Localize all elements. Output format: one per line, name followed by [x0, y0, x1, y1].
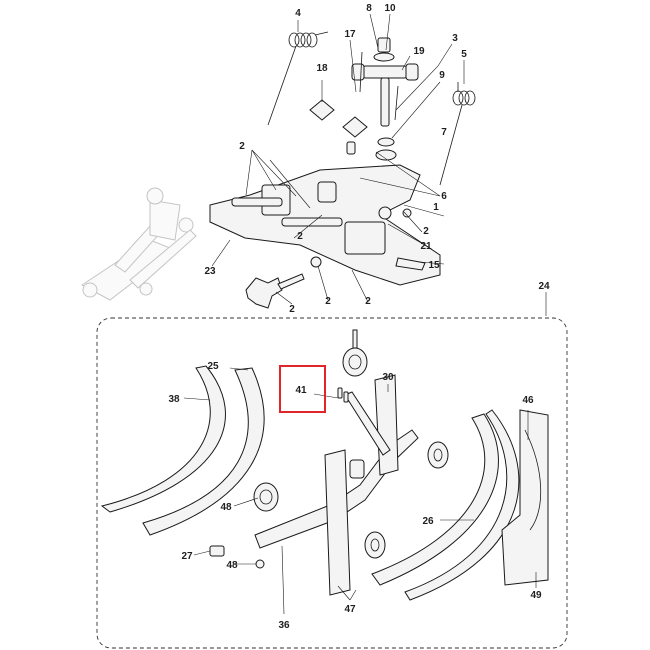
blade-assembly-left — [100, 365, 265, 536]
callout-2-bottom: 2 — [365, 296, 371, 307]
callout-25: 25 — [207, 361, 219, 372]
callout-6: 6 — [441, 191, 447, 202]
callout-2-lower: 2 — [325, 296, 331, 307]
callout-24: 24 — [538, 281, 550, 292]
callout-47: 47 — [344, 604, 356, 615]
callout-2-mid: 2 — [297, 231, 303, 242]
leader-lines — [183, 13, 547, 615]
callout-48-upper: 48 — [220, 502, 232, 513]
callout-5: 5 — [461, 49, 467, 60]
callout-2-top: 2 — [239, 141, 245, 152]
callout-23: 23 — [204, 266, 216, 277]
subassembly-boundary — [96, 317, 568, 649]
callout-27: 27 — [181, 551, 193, 562]
callout-9: 9 — [439, 70, 445, 81]
pivot-bolt-assembly — [351, 37, 419, 161]
callout-17: 17 — [344, 29, 356, 40]
frame-arm — [254, 374, 419, 596]
callout-30: 30 — [382, 372, 394, 383]
callout-4: 4 — [295, 8, 301, 19]
callout-19: 19 — [413, 46, 425, 57]
callout-48-lower: 48 — [226, 560, 238, 571]
blade-assembly-right — [371, 409, 549, 601]
rollers — [209, 329, 449, 569]
springs — [267, 31, 476, 186]
callout-26: 26 — [422, 516, 434, 527]
callout-8: 8 — [366, 3, 372, 14]
callout-36: 36 — [278, 620, 290, 631]
callout-labels: 4 8 10 17 19 3 5 18 9 2 7 6 1 2 21 2 15 … — [168, 3, 550, 631]
callout-1: 1 — [433, 202, 439, 213]
callout-7: 7 — [441, 127, 447, 138]
main-bracket — [209, 164, 441, 286]
callout-2-knob: 2 — [289, 304, 295, 315]
callout-2-right: 2 — [423, 226, 429, 237]
callout-18: 18 — [316, 63, 328, 74]
reference-assembly-ghost — [81, 187, 197, 301]
callout-10: 10 — [384, 3, 396, 14]
callout-38: 38 — [168, 394, 180, 405]
callout-3: 3 — [452, 33, 458, 44]
highlight-box — [279, 365, 326, 413]
knob — [245, 273, 305, 309]
callout-46: 46 — [522, 395, 534, 406]
callout-49: 49 — [530, 590, 542, 601]
wear-pads — [309, 99, 368, 155]
callout-21: 21 — [420, 241, 432, 252]
callout-41: 41 — [295, 385, 307, 396]
callout-15: 15 — [428, 260, 440, 271]
